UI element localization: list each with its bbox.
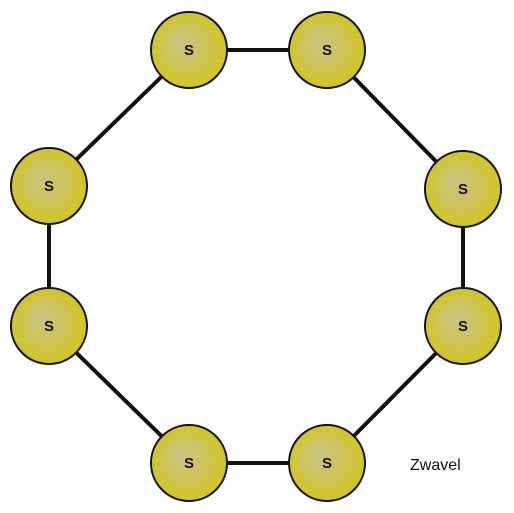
atom-symbol-label: S: [184, 42, 194, 59]
sulfur-atom-6: S: [150, 424, 228, 502]
atom-sphere: [150, 424, 228, 502]
atom-sphere: [424, 287, 502, 365]
molecule-name-label: Zwavel: [410, 457, 461, 474]
atom-sphere: [288, 11, 366, 89]
sulfur-atom-2: S: [288, 11, 366, 89]
atom-symbol-label: S: [458, 318, 468, 335]
sulfur-atom-7: S: [10, 287, 88, 365]
atom-symbol-label: S: [322, 42, 332, 59]
atom-symbol-label: S: [44, 178, 54, 195]
sulfur-atom-3: S: [424, 150, 502, 228]
atom-symbol-label: S: [322, 455, 332, 472]
atom-sphere: [288, 424, 366, 502]
atom-sphere: [424, 150, 502, 228]
atom-symbol-label: S: [44, 318, 54, 335]
bonds-group: [47, 48, 465, 465]
sulfur-atom-1: S: [150, 11, 228, 89]
sulfur-atom-5: S: [288, 424, 366, 502]
atom-symbol-label: S: [184, 455, 194, 472]
atom-sphere: [10, 287, 88, 365]
sulfur-atom-8: S: [10, 147, 88, 225]
atom-sphere: [10, 147, 88, 225]
atom-symbol-label: S: [458, 181, 468, 198]
sulfur-atom-4: S: [424, 287, 502, 365]
atoms-group: S S S S S S S S: [10, 11, 502, 502]
atom-sphere: [150, 11, 228, 89]
